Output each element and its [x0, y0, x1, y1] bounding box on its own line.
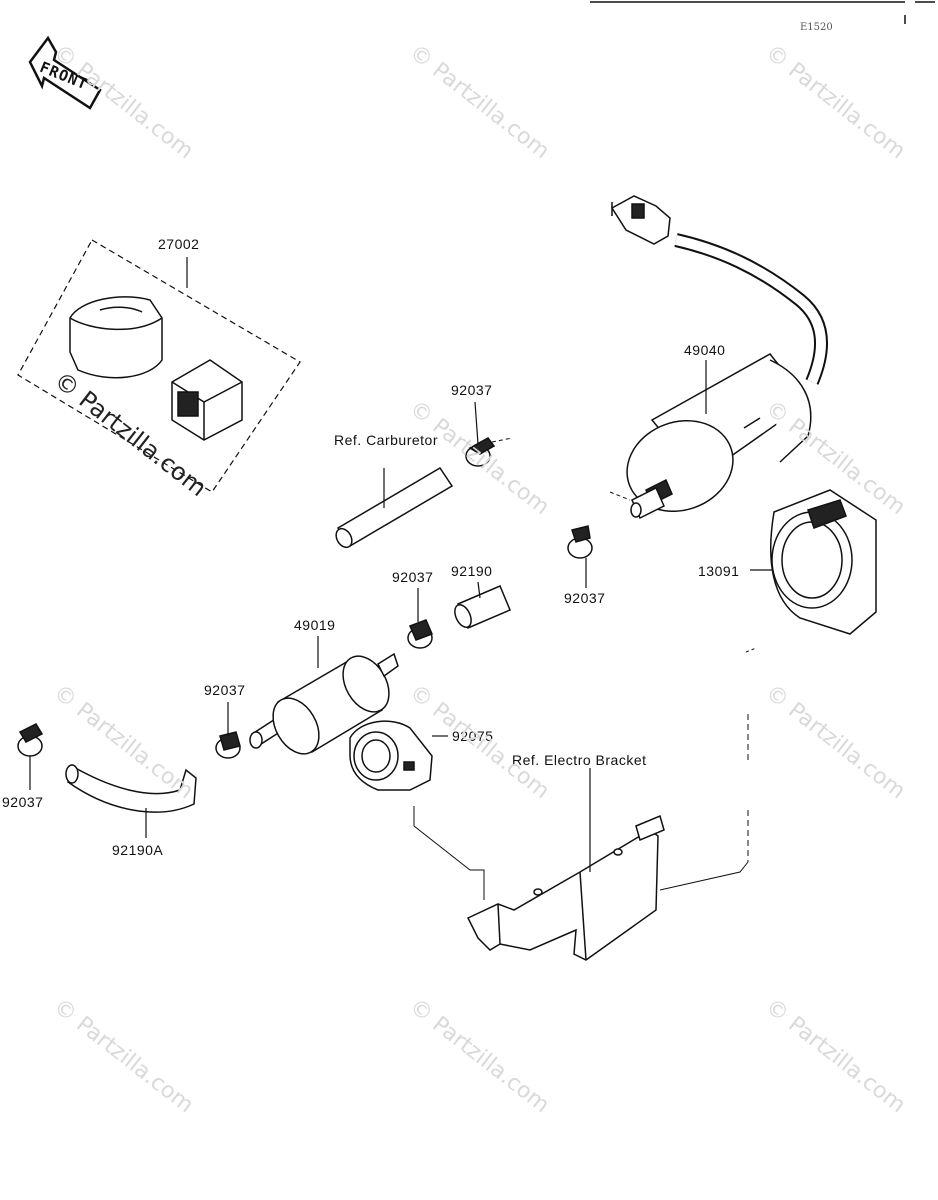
label-13091: 13091: [698, 563, 740, 579]
label-49019: 49019: [294, 617, 336, 633]
relay-kit-27002: [17, 239, 301, 493]
front-arrow-icon: [28, 35, 102, 110]
fuel-filter-49019: [249, 636, 399, 755]
label-ref-electro-bracket: Ref. Electro Bracket: [512, 752, 647, 768]
hose-92190: [454, 581, 511, 629]
top-rule: [590, 1, 935, 24]
label-49040: 49040: [684, 342, 726, 358]
clamp-92037-top: [465, 401, 513, 467]
electro-bracket: [466, 768, 665, 961]
label-27002: 27002: [158, 236, 200, 252]
mount-92075: [349, 720, 448, 791]
label-92037-mid-left: 92037: [392, 569, 434, 585]
diagram-code: E1520: [800, 22, 833, 33]
bracket-13091: [750, 489, 877, 635]
label-92037-top: 92037: [451, 382, 493, 398]
clamp-92037-mid-right: [567, 525, 593, 588]
label-92075: 92075: [452, 728, 494, 744]
label-92037-mid-right: 92037: [564, 590, 606, 606]
clamp-92037-left: [215, 702, 241, 759]
hose-92190A: [65, 764, 197, 838]
label-92037-far-left: 92037: [2, 794, 44, 810]
clamp-92037-mid-left: [407, 588, 433, 649]
label-92037-left: 92037: [204, 682, 246, 698]
clamp-92037-far-left: [17, 723, 44, 790]
carburetor-hose: [335, 466, 454, 549]
label-92190A: 92190A: [112, 842, 164, 858]
label-92190: 92190: [451, 563, 493, 579]
fuel-pump-49040: [609, 195, 829, 520]
label-ref-carburetor: Ref. Carburetor: [334, 432, 438, 448]
assembly-lines: [413, 647, 757, 900]
